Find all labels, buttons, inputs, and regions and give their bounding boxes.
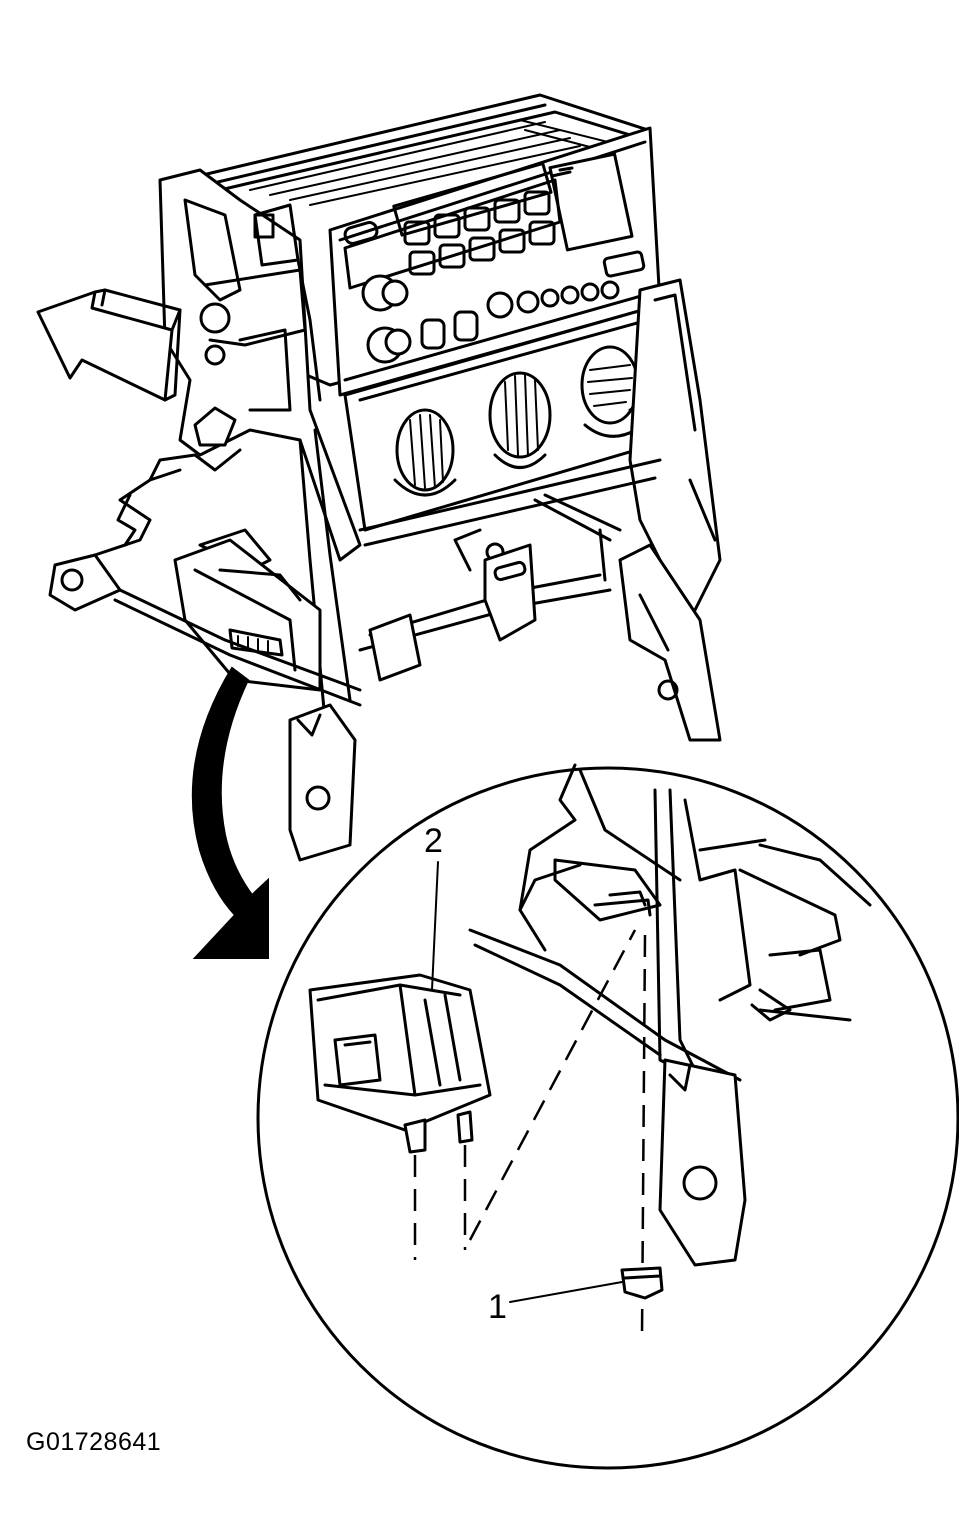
left-mounting-tab	[48, 448, 362, 707]
detail-inset	[256, 763, 959, 1470]
lower-frame	[358, 458, 662, 682]
hvac-control-panel	[343, 303, 672, 532]
right-side-bracket	[618, 278, 722, 742]
left-leg	[173, 428, 357, 862]
callout-1-label: 1	[488, 1288, 507, 1326]
curved-arrow-down-icon	[191, 666, 269, 959]
figure-id-label: G01728641	[26, 1428, 162, 1456]
left-side-bracket	[158, 168, 362, 562]
connector-bracket	[308, 973, 492, 1154]
radio-faceplate	[328, 126, 662, 397]
callout-2-label: 2	[424, 822, 443, 860]
removal-direction-arrow-icon	[36, 288, 182, 402]
center-stack-assembly	[48, 93, 722, 862]
retaining-nut	[620, 1266, 664, 1300]
